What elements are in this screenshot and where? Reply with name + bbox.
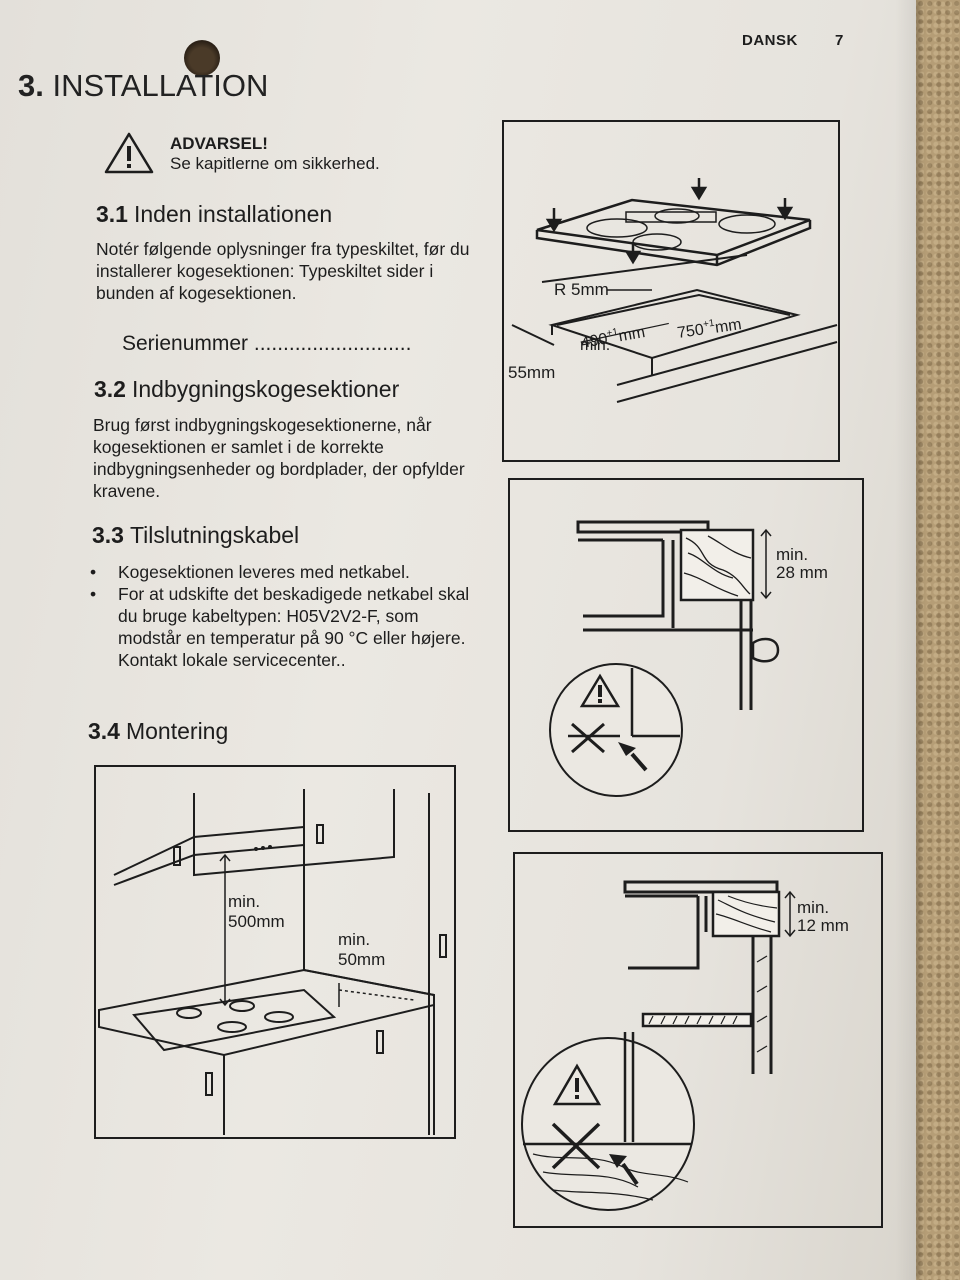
cutout-width-value: 490 — [580, 331, 609, 352]
header-page-number: 7 — [835, 32, 844, 49]
drawer-gap-value: 28 mm — [776, 563, 828, 582]
hood-clearance-min-label: min. — [228, 892, 260, 911]
warning-text: Se kapitlerne om sikkerhed. — [170, 154, 380, 173]
punch-hole — [184, 40, 220, 76]
chapter-title: INSTALLATION — [52, 68, 269, 103]
cutout-depth-tolerance: +1 — [702, 318, 715, 331]
section-number: 3.1 — [96, 201, 128, 227]
cutout-width-unit: mm — [617, 324, 646, 345]
bullet-item: Kogesektionen leveres med netkabel. — [90, 561, 470, 583]
section-title: Montering — [125, 718, 229, 744]
cable-bullet-list: Kogesektionen leveres med netkabel. For … — [90, 561, 470, 671]
drawer-gap-figure: min. 28 mm — [508, 478, 864, 832]
cutout-width-label: 490+1mm — [579, 322, 646, 352]
section-number: 3.2 — [94, 376, 126, 402]
prohibited-cross-icon — [551, 1122, 601, 1170]
arrow-icon — [609, 1154, 627, 1168]
section-3-1-body: Notér følgende oplysninger fra typeskilt… — [96, 239, 470, 303]
prohibited-cross-icon — [571, 722, 605, 754]
serial-number-label: Serienummer ........................... — [122, 332, 412, 355]
warning-title: ADVARSEL! — [170, 134, 268, 153]
cutout-depth-label: 750+1mm — [676, 314, 743, 342]
page-edge-shadow — [895, 0, 916, 1280]
section-number: 3.3 — [92, 522, 124, 548]
bullet-item: For at udskifte det beskadigede netkabel… — [90, 583, 470, 671]
cutout-width-tolerance: +1 — [606, 327, 620, 340]
warning-triangle-icon — [104, 132, 154, 174]
mounting-figure: min. 500mm min. 50mm — [94, 765, 456, 1139]
chapter-number: 3. — [18, 68, 44, 103]
side-clearance-value: 50mm — [338, 950, 385, 969]
hood-clearance-value: 500mm — [228, 912, 285, 931]
warning-triangle-icon — [552, 1063, 602, 1106]
chapter-heading: 3. INSTALLATION — [18, 68, 268, 104]
detail-circle — [549, 663, 683, 797]
section-3-2-body: Brug først indbygningskogesektionerne, n… — [93, 415, 465, 501]
cutout-depth-value: 750 — [676, 321, 705, 342]
section-title: Inden installationen — [133, 201, 333, 227]
section-number: 3.4 — [88, 718, 120, 744]
header-language: DANSK — [742, 32, 798, 49]
section-title: Tilslutningskabel — [129, 522, 300, 548]
arrow-icon — [618, 742, 636, 756]
cutout-edge-value: 55mm — [508, 363, 555, 382]
shelf-gap-figure: min. 12 mm — [513, 852, 883, 1228]
side-clearance-min-label: min. — [338, 930, 370, 949]
cutout-radius-label: R 5mm — [554, 280, 609, 299]
cutout-dimensions-figure: R 5mm min. 55mm 490+1mm 750+1mm — [502, 120, 840, 462]
wood-block — [711, 890, 781, 938]
shelf-gap-value: 12 mm — [797, 916, 849, 935]
detail-circle — [521, 1037, 695, 1211]
warning-triangle-icon — [579, 673, 621, 708]
drawer-gap-min-label: min. — [776, 545, 808, 564]
cutout-depth-unit: mm — [714, 316, 743, 337]
section-title: Indbygningskogesektioner — [131, 376, 400, 402]
shelf-gap-min-label: min. — [797, 898, 829, 917]
